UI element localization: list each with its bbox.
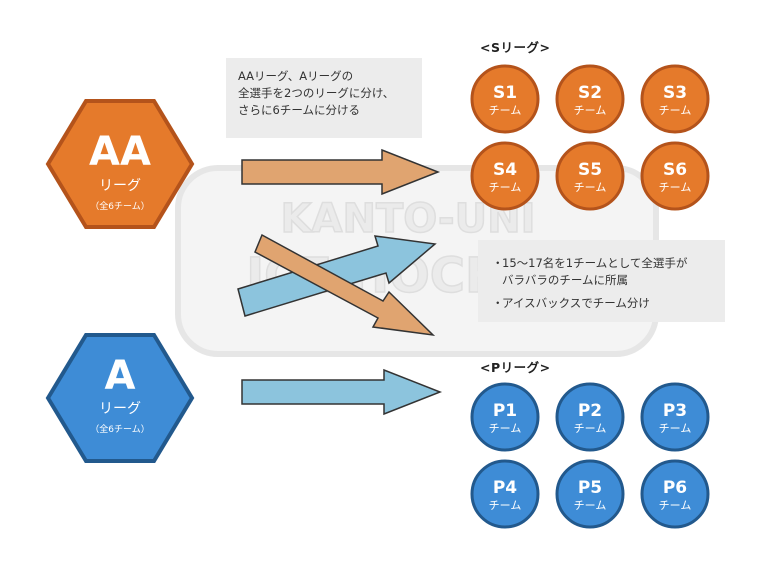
team-label: チーム — [574, 499, 607, 512]
team-label: チーム — [574, 422, 607, 435]
a-league-hexagon: A リーグ （全6チーム） — [45, 333, 195, 463]
team-label: チーム — [489, 104, 522, 117]
team-circle-shape — [470, 141, 540, 211]
team-label: チーム — [489, 422, 522, 435]
team-circle-shape — [555, 459, 625, 529]
team-circle-shape — [470, 459, 540, 529]
s-league-title: <Sリーグ> — [480, 40, 551, 55]
aa-hex-note: （全6チーム） — [90, 200, 149, 212]
note-top-line: さらに6チームに分ける — [238, 103, 360, 117]
bullet: ・ — [492, 256, 504, 270]
a-hex-title: A — [105, 353, 136, 399]
note-item-1-line-1: 15〜17名を1チームとして全選手が — [502, 256, 688, 270]
team-circle-shape — [555, 64, 625, 134]
team-label: チーム — [659, 181, 692, 194]
arrow-aa-to-s — [241, 148, 441, 196]
team-label: チーム — [659, 422, 692, 435]
team-code: S5 — [578, 160, 602, 180]
team-label: チーム — [574, 181, 607, 194]
team-circle-shape — [555, 382, 625, 452]
a-hex-note: （全6チーム） — [90, 423, 149, 435]
team-circle-shape — [470, 382, 540, 452]
team-label: チーム — [659, 499, 692, 512]
bullet: ・ — [492, 296, 504, 310]
a-hex-subtitle: リーグ — [99, 401, 141, 417]
team-code: S6 — [663, 160, 687, 180]
note-item-1: ・ 15〜17名を1チームとして全選手が バラバラのチームに所属 — [492, 255, 715, 289]
note-team-assignment: ・ 15〜17名を1チームとして全選手が バラバラのチームに所属 ・ アイスバッ… — [478, 240, 725, 322]
team-code: P3 — [663, 401, 687, 421]
aa-league-hexagon: AA リーグ （全6チーム） — [45, 99, 195, 229]
team-code: P6 — [663, 478, 687, 498]
team-label: チーム — [489, 181, 522, 194]
team-code: S4 — [493, 160, 517, 180]
team-circle-shape — [640, 141, 710, 211]
team-circle-shape — [555, 141, 625, 211]
team-code: P4 — [493, 478, 517, 498]
aa-hex-title: AA — [89, 129, 151, 175]
team-code: S2 — [578, 83, 602, 103]
team-label: チーム — [574, 104, 607, 117]
team-code: P2 — [578, 401, 602, 421]
team-circle-shape — [640, 459, 710, 529]
team-label: チーム — [659, 104, 692, 117]
note-top-line: AAリーグ、Aリーグの — [238, 69, 354, 83]
team-code: S3 — [663, 83, 687, 103]
arrow-a-to-p — [241, 368, 443, 416]
team-circle-shape — [640, 64, 710, 134]
note-item-2-text: アイスバックスでチーム分け — [502, 296, 650, 310]
team-circle-shape — [470, 64, 540, 134]
team-code: P1 — [493, 401, 517, 421]
note-top-line: 全選手を2つのリーグに分け、 — [238, 86, 395, 100]
team-circle-shape — [640, 382, 710, 452]
team-code: P5 — [578, 478, 602, 498]
note-item-2: ・ アイスバックスでチーム分け — [492, 295, 715, 312]
note-item-1-line-2: バラバラのチームに所属 — [502, 273, 629, 287]
aa-hex-subtitle: リーグ — [99, 178, 141, 194]
note-split-leagues: AAリーグ、Aリーグの 全選手を2つのリーグに分け、 さらに6チームに分ける — [226, 58, 422, 138]
p-league-title: <Pリーグ> — [480, 360, 551, 375]
team-label: チーム — [489, 499, 522, 512]
arrow-aa-to-p — [254, 233, 436, 337]
team-code: S1 — [493, 83, 517, 103]
